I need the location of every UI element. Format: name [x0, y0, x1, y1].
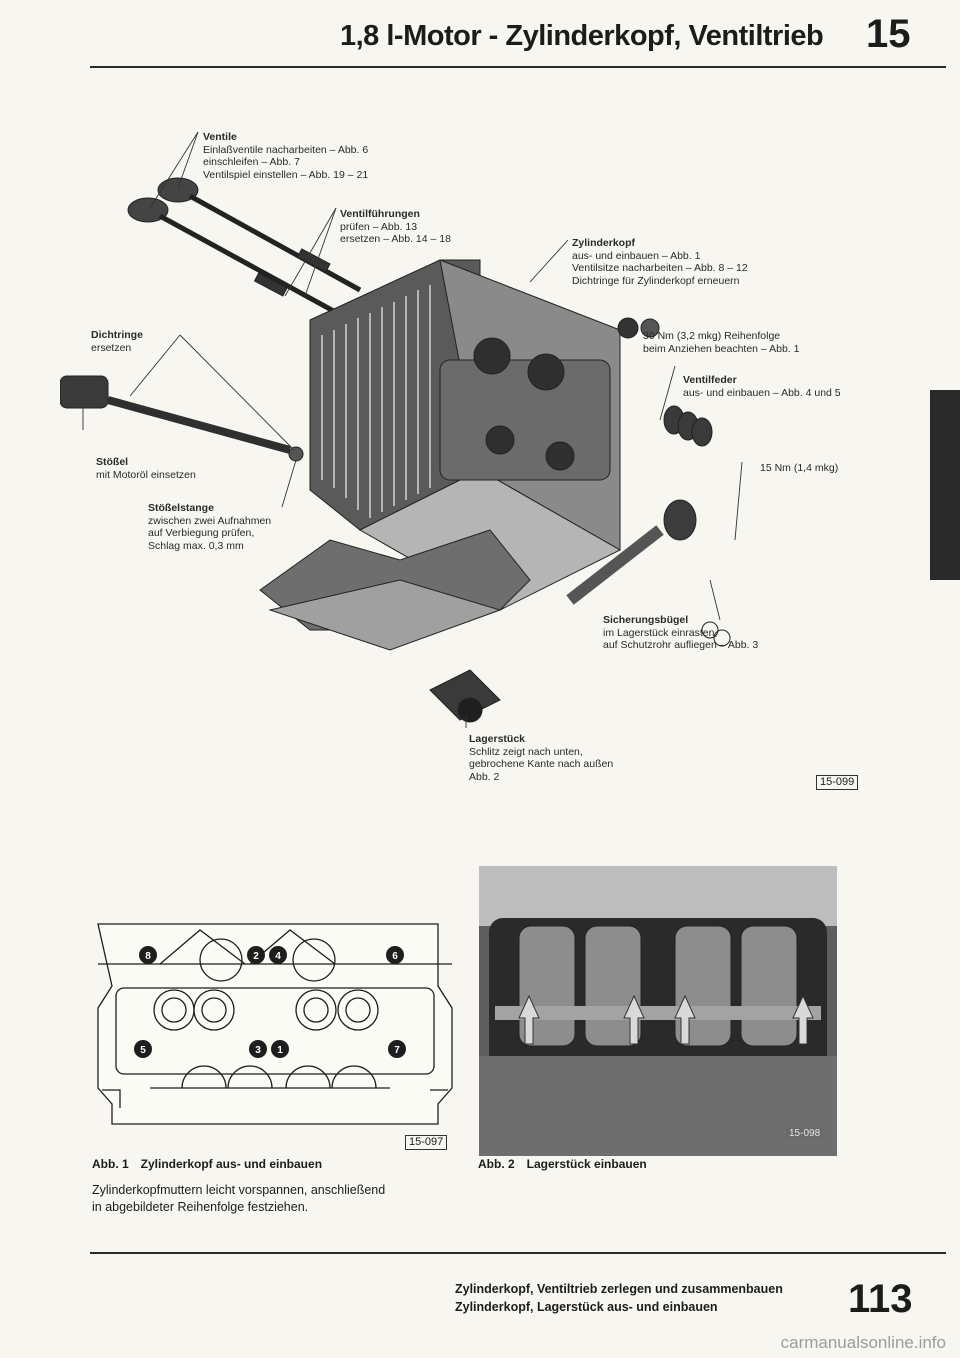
sequence-5: 5	[140, 1045, 146, 1056]
callout-dichtringe: Dichtringe ersetzen	[91, 329, 143, 354]
sequence-8: 8	[145, 951, 151, 962]
page-title: 1,8 l-Motor - Zylinderkopf, Ventiltrieb	[340, 20, 824, 52]
valves-drawing	[127, 177, 362, 323]
sequence-4: 4	[275, 951, 281, 962]
section-number: 15	[866, 12, 911, 56]
valve-guides-drawing	[253, 248, 331, 297]
footer-line-2: Zylinderkopf, Lagerstück aus- und einbau…	[455, 1300, 718, 1314]
tightening-sequence-drawing: 8 2 4 6 5 3 1 7	[97, 923, 453, 1125]
footer-line-1: Zylinderkopf, Ventiltrieb zerlegen und z…	[455, 1282, 783, 1296]
callout-zylinderkopf: Zylinderkopf aus- und einbauen – Abb. 1 …	[572, 237, 748, 287]
sequence-3: 3	[255, 1045, 261, 1056]
sequence-6: 6	[392, 951, 398, 962]
figure-id-abb2: 15-098	[786, 1128, 824, 1139]
figure-id-diagram: 15-099	[816, 775, 859, 790]
callout-torque-30nm: 30 Nm (3,2 mkg) Reihenfolge beim Anziehe…	[643, 330, 800, 355]
air-shroud-drawing	[259, 529, 531, 651]
callout-torque-15nm: 15 Nm (1,4 mkg)	[760, 462, 839, 474]
valve-train-photo	[479, 866, 837, 1156]
callout-stoessel: Stößel mit Motoröl einsetzen	[96, 456, 196, 481]
callout-ventile: Ventile Einlaßventile nacharbeiten – Abb…	[203, 131, 369, 181]
tappet-pushrod-drawing	[60, 375, 304, 462]
sequence-7: 7	[394, 1045, 400, 1056]
callout-ventilfeder: Ventilfeder aus- und einbauen – Abb. 4 u…	[683, 374, 841, 399]
callout-lagerstueck: Lagerstück Schlitz zeigt nach unten, geb…	[469, 733, 614, 783]
sequence-2: 2	[253, 951, 259, 962]
footer-rule	[90, 1252, 946, 1254]
callout-sicherungsbuegel: Sicherungsbügel im Lagerstück einrasten,…	[603, 614, 759, 651]
callout-ventilfuehrungen: Ventilführungen prüfen – Abb. 13 ersetze…	[340, 208, 451, 245]
header-rule	[90, 66, 946, 68]
cylinder-head-drawing	[309, 259, 622, 611]
callout-stoesselstange: Stößelstange zwischen zwei Aufnahmen auf…	[148, 502, 272, 552]
watermark-text: carmanualsonline.info	[780, 1333, 946, 1352]
body-text-abb1: Zylinderkopfmuttern leicht vorspannen, a…	[92, 1183, 386, 1214]
figure-id-abb1: 15-097	[405, 1135, 448, 1150]
page-number: 113	[848, 1277, 913, 1321]
rocker-shaft-drawing	[566, 317, 731, 647]
section-tab-marker	[930, 390, 960, 580]
bearing-block-drawing	[429, 669, 501, 723]
sequence-1: 1	[277, 1045, 283, 1056]
exploded-view-illustration	[60, 131, 743, 728]
